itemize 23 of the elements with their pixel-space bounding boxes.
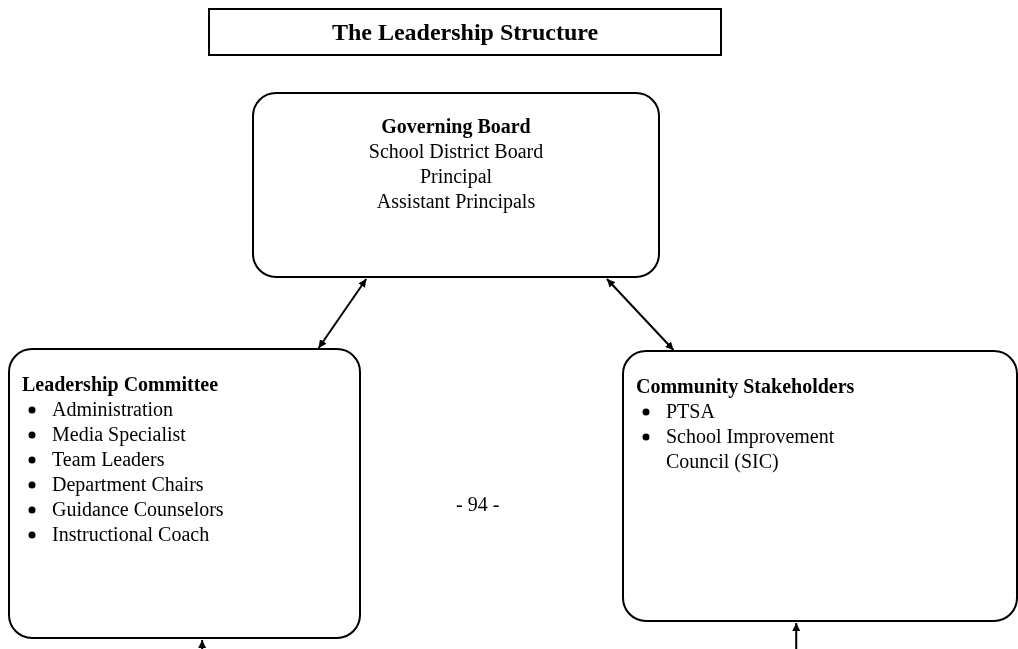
rounded-box [8,348,361,639]
page-number: - 94 - [456,492,500,517]
rounded-box [622,350,1018,622]
list-item: School Improvement Council (SIC) [666,425,835,472]
list-item: Team Leaders [52,448,165,470]
box-text: School District Board [367,139,545,164]
box-heading: Community Stakeholders [636,374,856,399]
list-item: Administration [52,398,174,420]
list-item: Department Chairs [52,473,204,495]
arrow [198,639,207,649]
title-box: The Leadership Structure [208,8,722,56]
list-item: Media Specialist [52,423,186,445]
list-item: PTSA [666,400,715,422]
list-item: Guidance Counselors [52,498,224,520]
box-heading: Leadership Committee [22,372,220,397]
list-item: Instructional Coach [52,523,210,545]
rounded-box [252,92,660,278]
box-text: Principal [418,164,494,189]
box-text: Assistant Principals [375,189,537,214]
arrow [605,278,675,351]
arrow [792,622,801,649]
arrow [317,278,368,349]
box-heading: Governing Board [380,114,532,139]
